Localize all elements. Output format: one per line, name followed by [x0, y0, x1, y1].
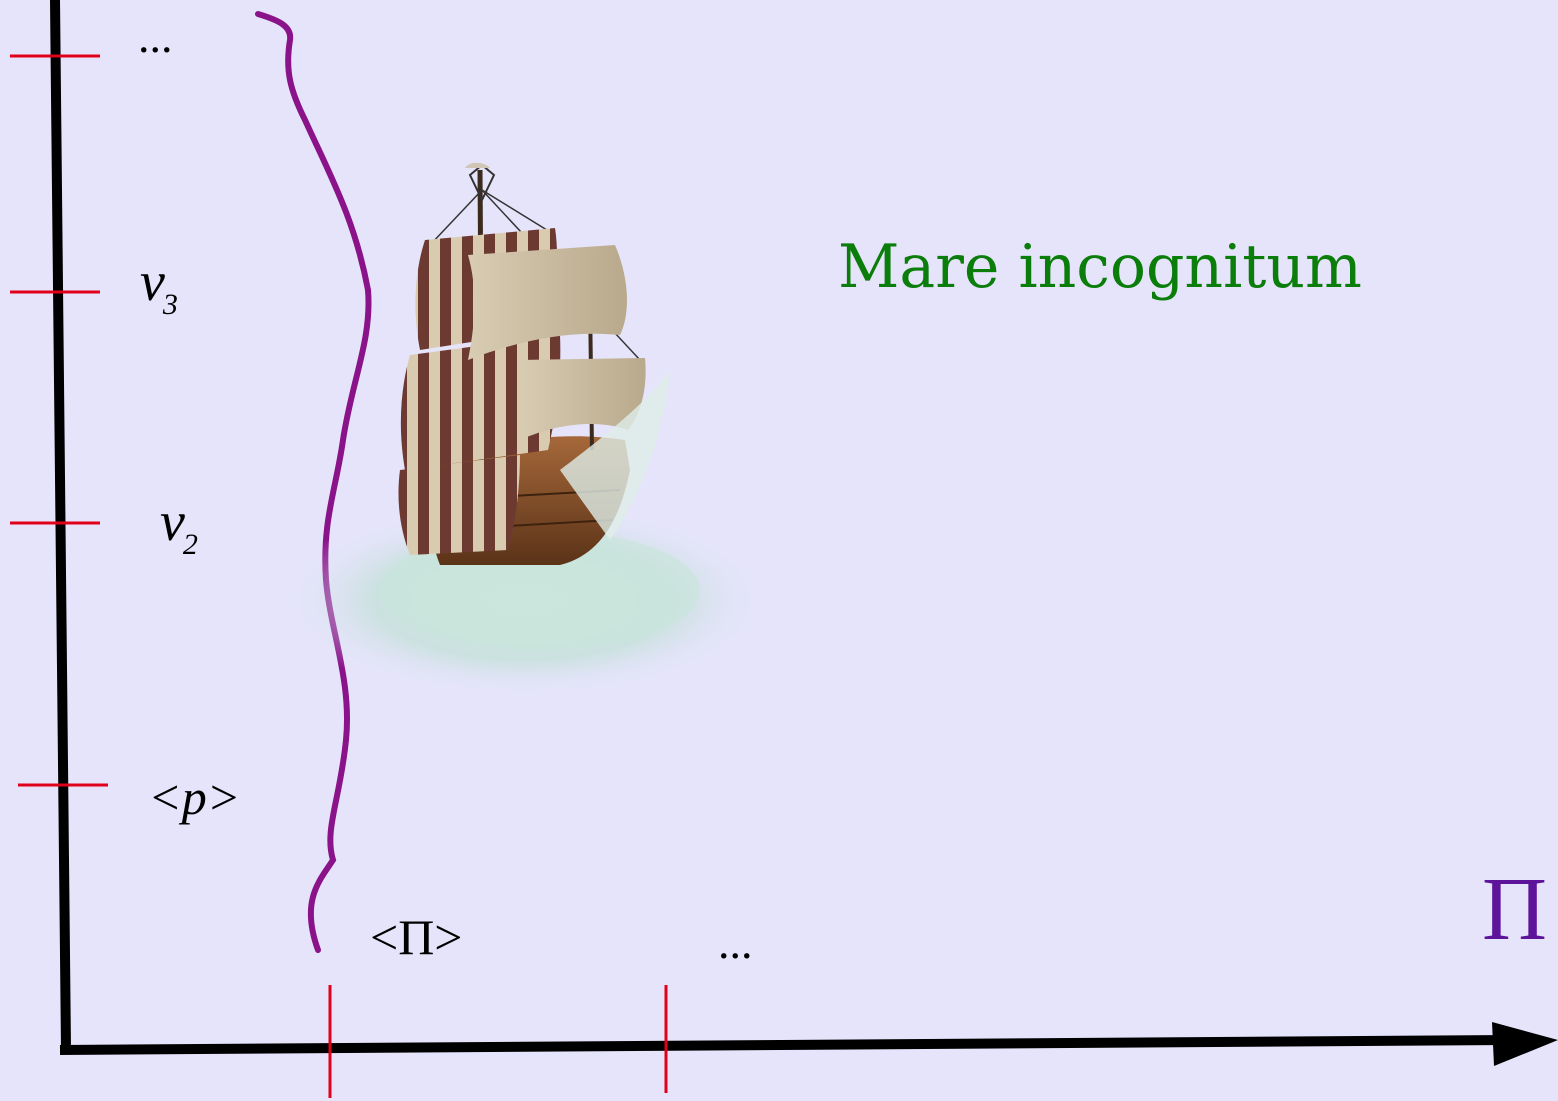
y-axis: [50, 0, 71, 1051]
subscript: 2: [182, 528, 198, 561]
boundary-curve: [255, 11, 372, 953]
sailing-ship-icon: [275, 162, 775, 700]
x-axis-arrowhead: [1492, 1022, 1558, 1066]
y-axis-ellipsis: ...: [138, 11, 173, 62]
x-axis-symbol: Π: [1482, 860, 1547, 959]
region-label: Mare incognitum: [838, 232, 1362, 302]
y-tick-label-v2: v2: [160, 491, 198, 561]
y-tick-label-p: <p>: [148, 769, 241, 825]
x-axis: [59, 1035, 1511, 1055]
x-tick-label-pi: <Π>: [370, 909, 463, 965]
y-tick-label-v3: v3: [140, 251, 178, 321]
subscript: 3: [162, 288, 178, 321]
x-axis-ellipsis: ...: [718, 917, 753, 968]
